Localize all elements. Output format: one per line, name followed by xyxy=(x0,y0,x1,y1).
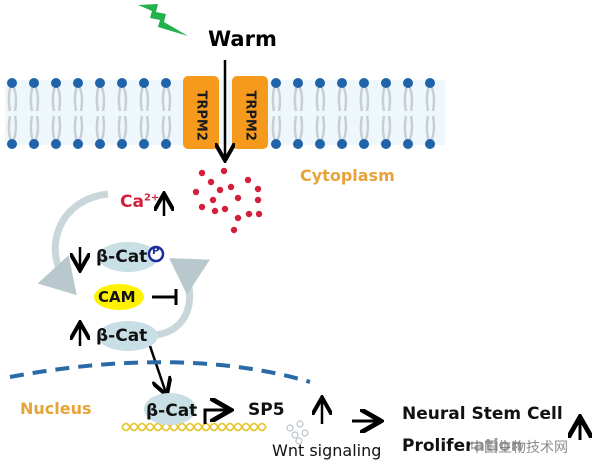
nuclear-bcat-label: β-Cat xyxy=(146,401,198,421)
calcium-ion xyxy=(216,186,224,194)
nucleus-label: Nucleus xyxy=(20,399,92,418)
calcium-ion xyxy=(234,214,242,222)
trpm2-left-label: TRPM2 xyxy=(193,90,209,141)
calcium-ion xyxy=(244,176,252,184)
calcium-ion xyxy=(198,203,206,211)
lipid-head xyxy=(315,78,325,88)
lipid-head xyxy=(381,78,391,88)
lipid-head xyxy=(51,78,61,88)
lightning-bolt-icon xyxy=(138,4,188,36)
outcome-line1: Neural Stem Cell xyxy=(402,404,563,424)
lipid-head xyxy=(161,78,171,88)
calcium-ion xyxy=(255,210,263,218)
translocation-arrow xyxy=(148,345,166,393)
lipid-head xyxy=(359,78,369,88)
watermark: 中国生物技术网 xyxy=(470,437,568,457)
calcium-ion xyxy=(245,210,253,218)
wnt-label: Wnt signaling xyxy=(272,441,382,460)
trpm2-right-label: TRPM2 xyxy=(242,90,258,141)
calcium-ion xyxy=(254,185,262,193)
lipid-head xyxy=(7,139,17,149)
calcium-ion xyxy=(211,207,219,215)
lipid-head xyxy=(403,78,413,88)
lipid-head xyxy=(117,139,127,149)
lipid-head xyxy=(95,78,105,88)
cam-bubble xyxy=(94,284,144,310)
calcium-ion xyxy=(234,194,242,202)
trpm2-right xyxy=(232,76,268,149)
sp5-label: SP5 xyxy=(248,400,285,420)
wnt-molecules xyxy=(286,420,309,445)
phospho-label: P xyxy=(152,246,160,257)
calcium-ion xyxy=(207,178,215,186)
calcium-ions xyxy=(192,167,263,234)
lipid-head xyxy=(425,78,435,88)
transcription-arrow xyxy=(203,410,228,424)
dna-strand xyxy=(121,422,267,432)
lipid-head xyxy=(117,78,127,88)
lipid-head xyxy=(293,78,303,88)
phospho-circle xyxy=(147,245,165,263)
lipid-head xyxy=(403,139,413,149)
cam-label: CAM xyxy=(98,288,136,306)
calcium-ion xyxy=(192,188,200,196)
bcat-phospho-label: β-Cat xyxy=(96,247,148,267)
calcium-ion xyxy=(254,196,262,204)
lipid-head xyxy=(29,139,39,149)
calcium-ion xyxy=(230,226,238,234)
bcat-bubble xyxy=(98,321,158,351)
lipid-head xyxy=(73,139,83,149)
calcium-ion xyxy=(209,196,217,204)
lipid-head xyxy=(337,78,347,88)
lipid-head xyxy=(139,139,149,149)
stimulus-label: Warm xyxy=(208,27,277,51)
bcat-phospho-bubble xyxy=(98,242,158,272)
lipid-head xyxy=(381,139,391,149)
lipid-head xyxy=(7,78,17,88)
calcium-charge: 2+ xyxy=(143,192,160,204)
lipid-head xyxy=(425,139,435,149)
calcium-ion xyxy=(221,205,229,213)
cytoplasm-label: Cytoplasm xyxy=(300,166,395,185)
calcium-ion xyxy=(220,167,228,175)
lipid-head xyxy=(95,139,105,149)
cycle-arrow-right xyxy=(154,258,210,339)
lipid-head xyxy=(29,78,39,88)
lipid-head xyxy=(73,78,83,88)
calcium-label: Ca2+ xyxy=(120,192,159,212)
lipid-head xyxy=(51,139,61,149)
calcium-symbol: Ca xyxy=(120,192,144,212)
calcium-ion xyxy=(198,169,206,177)
bcat-label: β-Cat xyxy=(96,326,148,346)
dna-strand-b xyxy=(121,425,267,432)
nuclear-bcat-bubble xyxy=(144,393,196,425)
lipid-head xyxy=(337,139,347,149)
lipid-head xyxy=(315,139,325,149)
trpm2-left xyxy=(183,76,219,149)
calcium-ion xyxy=(227,183,235,191)
lipid-head xyxy=(271,139,281,149)
lipid-head xyxy=(359,139,369,149)
nuclear-envelope xyxy=(9,360,311,384)
lipid-head xyxy=(161,139,171,149)
lipid-head xyxy=(271,78,281,88)
cycle-arrow-left xyxy=(37,190,109,296)
lipid-head xyxy=(293,139,303,149)
lipid-head xyxy=(139,78,149,88)
